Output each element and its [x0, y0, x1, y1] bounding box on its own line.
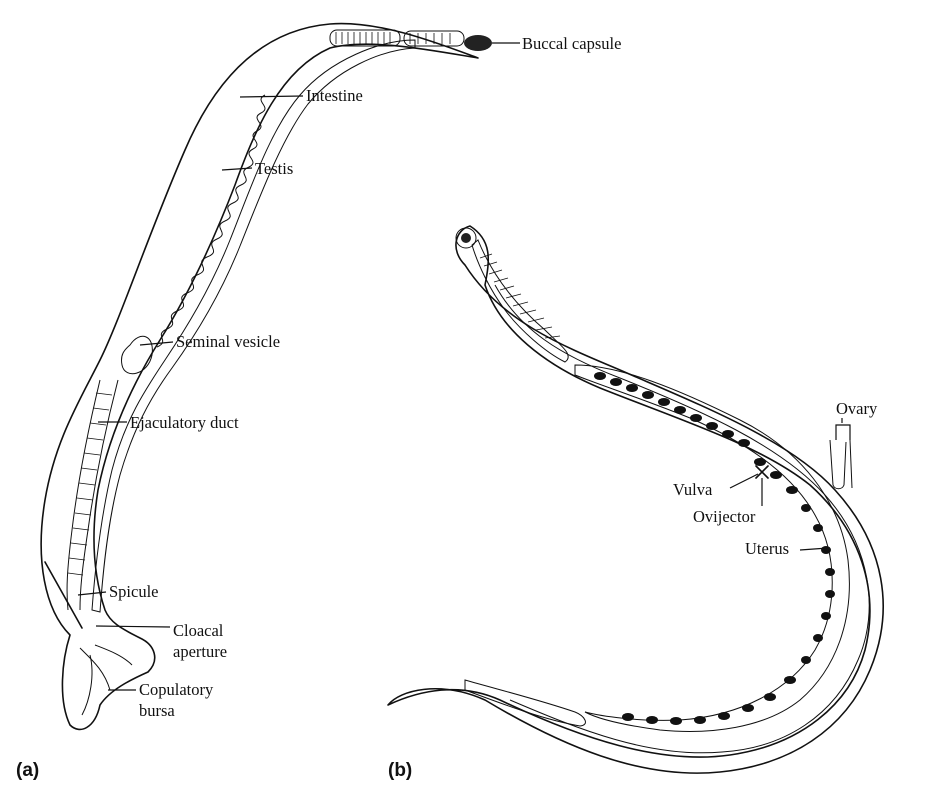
label-cloacal: Cloacal: [173, 621, 224, 640]
male-pharynx: [329, 29, 465, 47]
label-aperture: aperture: [173, 642, 227, 661]
female-ovary: [829, 439, 853, 490]
label-bursa: bursa: [139, 701, 175, 720]
label-seminal-vesicle: Seminal vesicle: [176, 332, 280, 351]
panel-tag-a: (a): [16, 760, 39, 781]
female-pharynx: [455, 227, 569, 363]
female-body-outline: [387, 225, 884, 774]
male-testis-coils: [156, 94, 266, 348]
label-ovijector: Ovijector: [693, 507, 756, 526]
male-body-outline: [40, 22, 479, 731]
labels: Buccal capsule Intestine Testis Seminal …: [16, 34, 878, 781]
female-inner-wall: [494, 284, 870, 754]
female-uterus-eggs: [594, 372, 835, 725]
male-spicule: [44, 561, 83, 629]
male-bursa-rays: [79, 644, 133, 716]
male-seminal-vesicle: [121, 335, 153, 375]
female-worm-drawing: [387, 225, 884, 774]
label-intestine: Intestine: [306, 86, 363, 105]
male-ejaculatory-duct: [66, 379, 119, 611]
female-tail: [464, 679, 586, 727]
label-testis: Testis: [255, 159, 293, 178]
label-spicule: Spicule: [109, 582, 159, 601]
female-ovijector-mark: [755, 465, 769, 479]
leader-lines: [77, 42, 851, 691]
male-worm-drawing: [40, 22, 492, 731]
label-uterus: Uterus: [745, 539, 789, 558]
female-intestine: [574, 364, 850, 732]
male-intestine: [91, 39, 416, 613]
label-ovary: Ovary: [836, 399, 878, 418]
male-buccal-capsule: [464, 35, 492, 51]
panel-tag-b: (b): [388, 760, 412, 781]
label-copulatory: Copulatory: [139, 680, 214, 699]
label-ejaculatory-duct: Ejaculatory duct: [130, 413, 239, 432]
label-buccal-capsule: Buccal capsule: [522, 34, 621, 53]
label-vulva: Vulva: [673, 480, 713, 499]
